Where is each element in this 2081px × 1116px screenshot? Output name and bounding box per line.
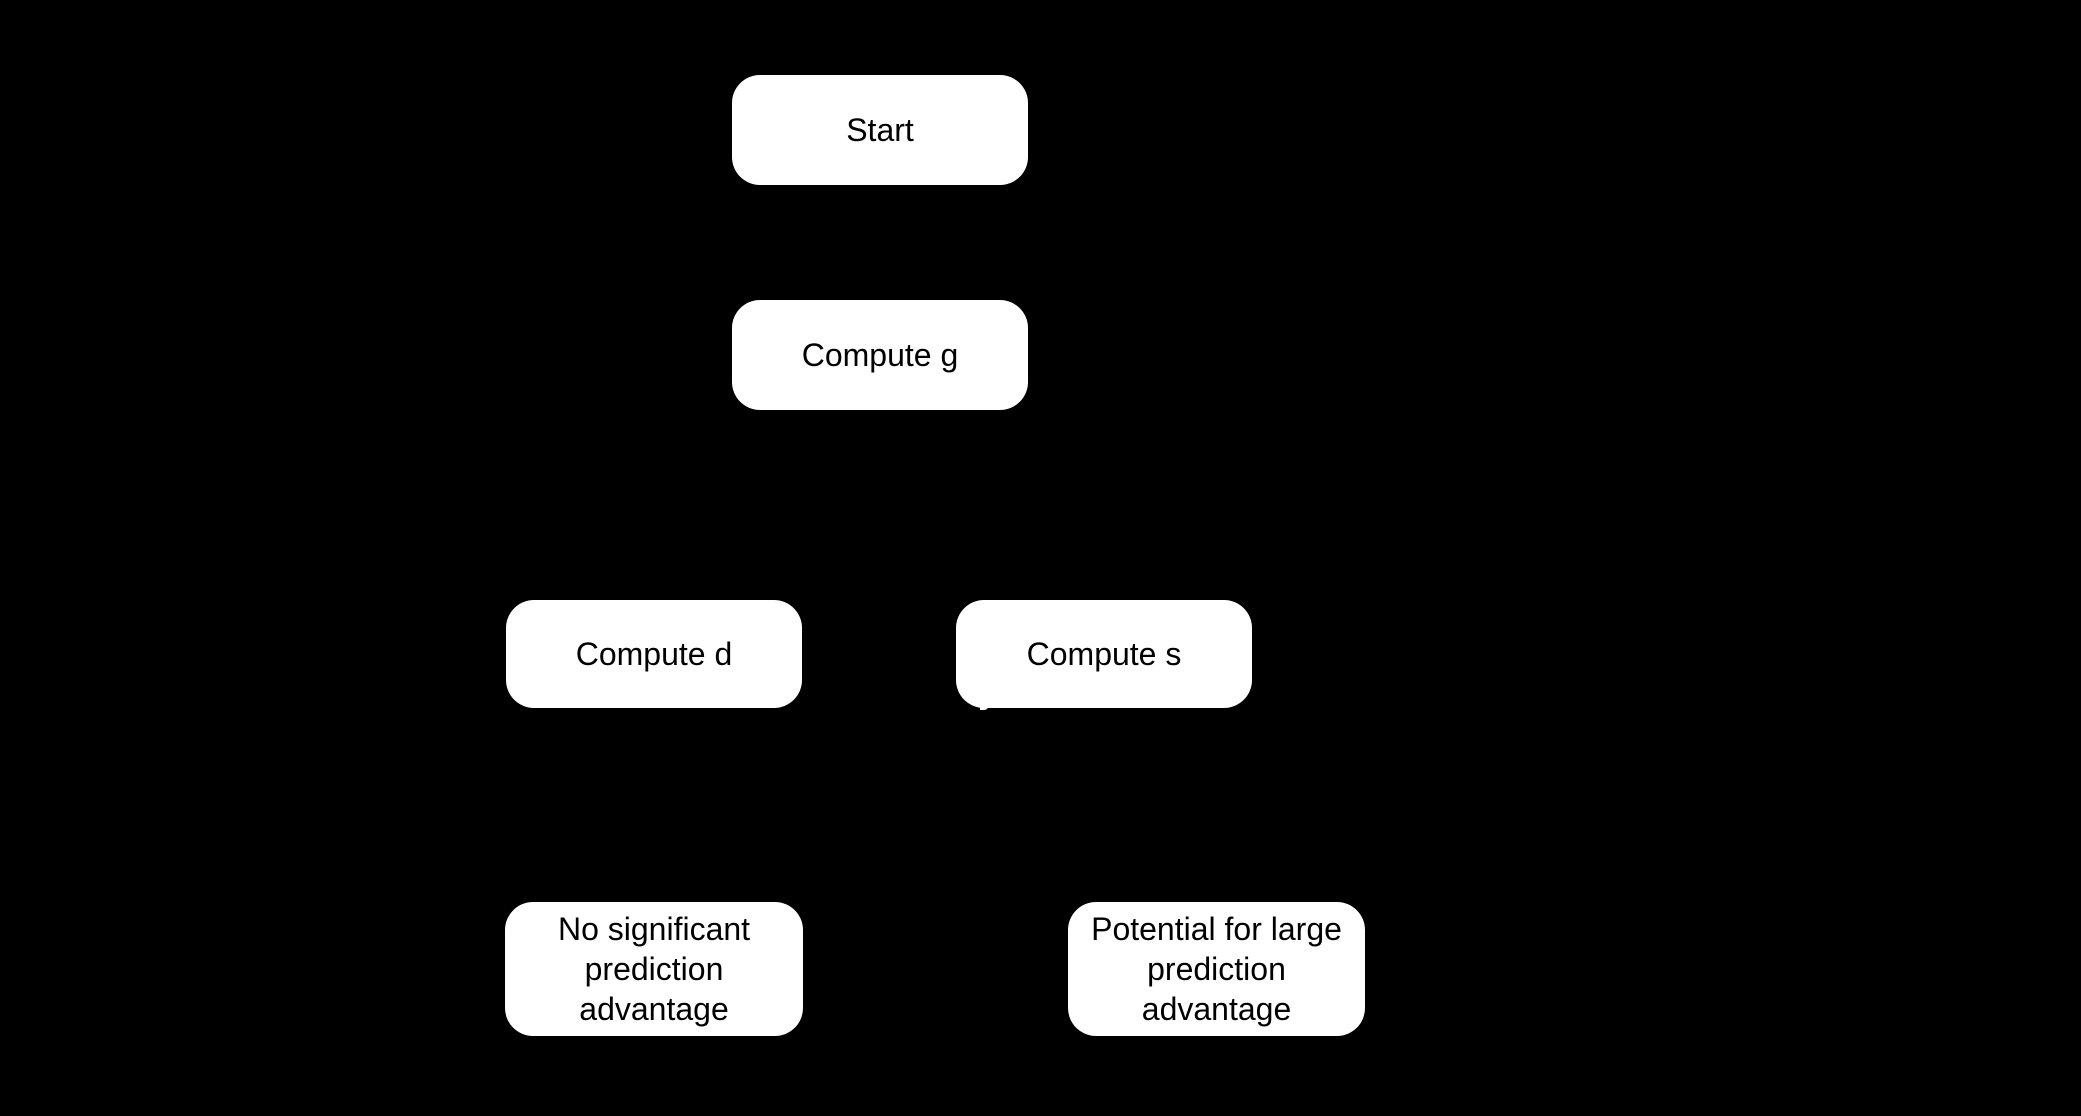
node-compute-d: Compute d	[506, 600, 802, 708]
stray-mark	[980, 704, 988, 710]
node-label: Potential for large prediction advantage	[1091, 911, 1342, 1027]
node-compute-s: Compute s	[956, 600, 1252, 708]
node-label: Start	[846, 112, 914, 148]
node-label: No significant prediction advantage	[557, 911, 751, 1027]
node-label: Compute s	[1026, 636, 1182, 672]
node-label: Compute d	[575, 636, 733, 672]
node-start: Start	[732, 75, 1028, 185]
node-compute-g: Compute g	[732, 300, 1028, 410]
node-outcome-large-advantage: Potential for large prediction advantage	[1068, 902, 1365, 1036]
node-outcome-no-advantage: No significant prediction advantage	[505, 902, 803, 1036]
node-label: Compute g	[801, 337, 959, 373]
